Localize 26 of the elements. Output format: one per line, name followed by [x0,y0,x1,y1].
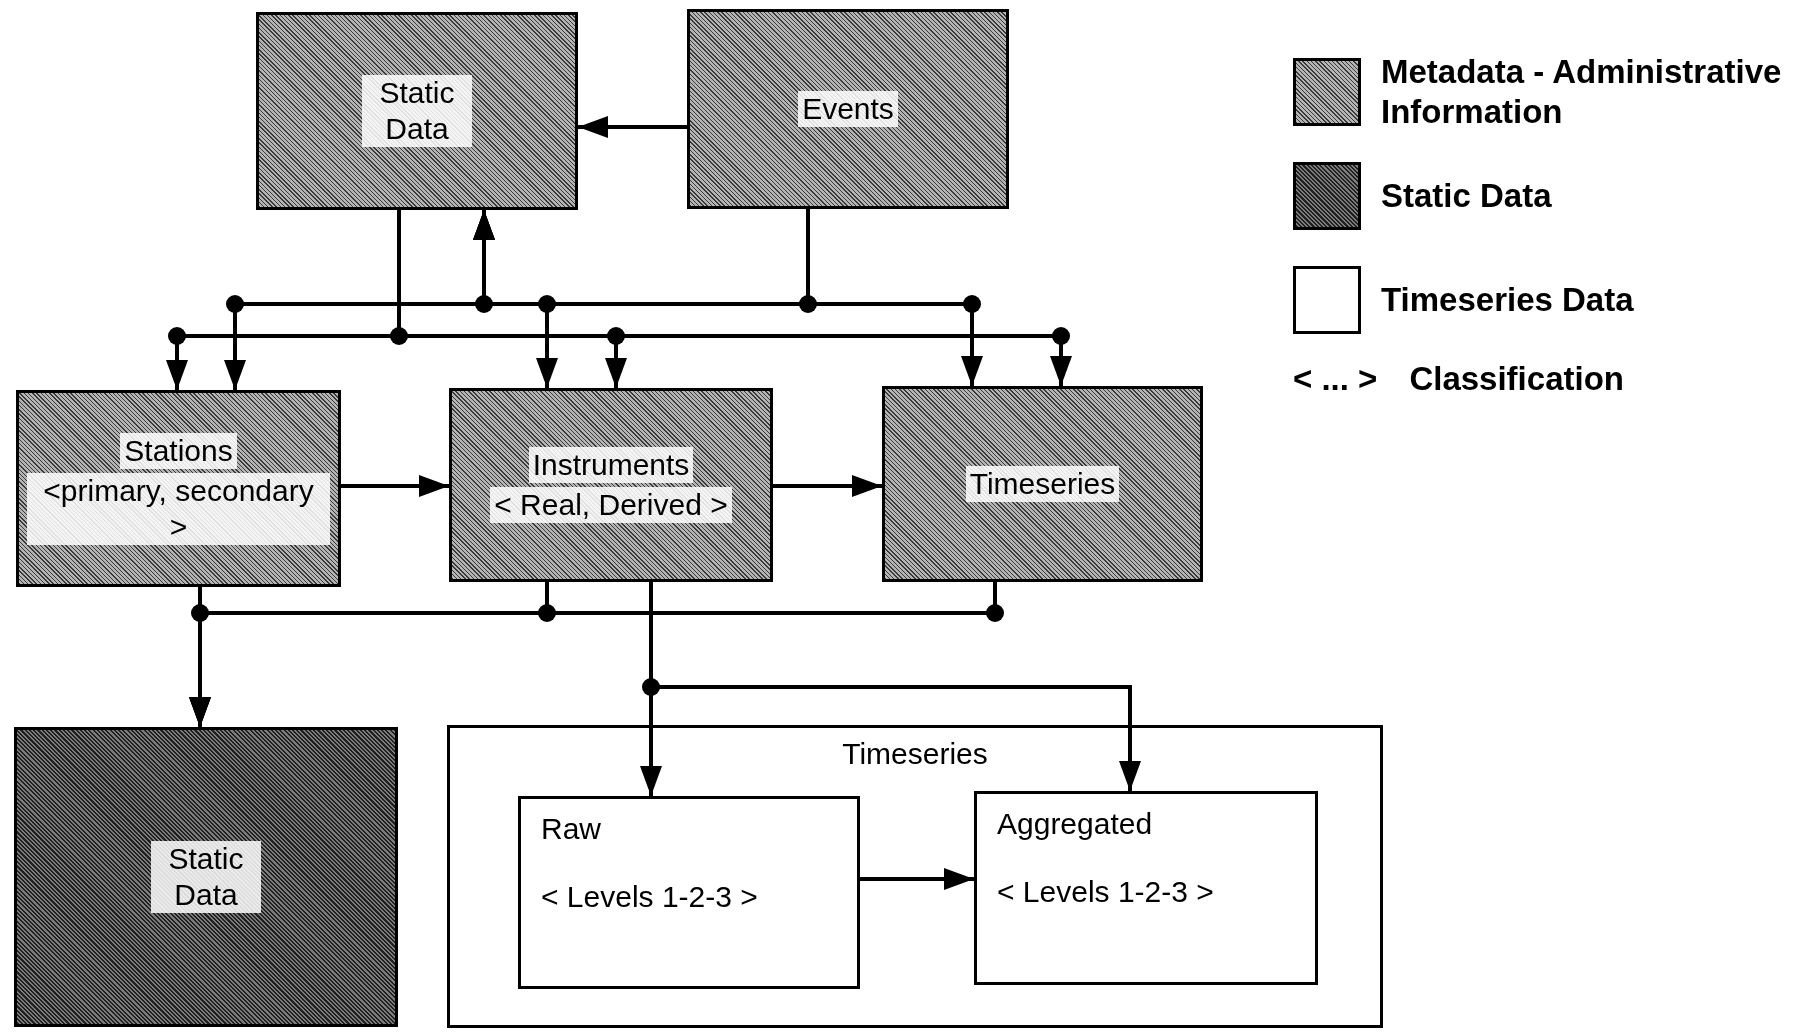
node-text: Timeseries [965,466,1120,502]
classification-symbol: < ... > [1293,359,1378,399]
connector-arrow [578,116,687,138]
metadata-box [16,390,341,587]
legend-text: Metadata - Administrative Information [1381,52,1783,132]
node-text: <primary, secondary > [27,472,330,545]
node-text: Events [798,91,898,127]
node-text: Static Data [362,75,472,147]
static-data-box [14,727,398,1027]
metadata-box [687,9,1009,209]
legend-text: Classification [1409,359,1624,399]
connector-arrow [860,868,974,890]
node-text: Instruments [528,447,694,483]
legend-text: Static Data [1381,176,1553,216]
connector-arrow [773,475,882,497]
node-text: Stations [120,432,237,469]
timeseries-box [447,725,1383,1028]
connector-arrow [341,475,449,497]
node-text: < Real, Derived > [490,487,732,523]
timeseries-box [974,791,1318,985]
metadata-box [882,386,1203,582]
metadata-box [449,388,773,582]
timeseries-box [518,796,860,989]
metadata-box [256,12,578,210]
legend-text: Timeseries Data [1381,280,1635,320]
node-text: Static Data [151,841,261,913]
